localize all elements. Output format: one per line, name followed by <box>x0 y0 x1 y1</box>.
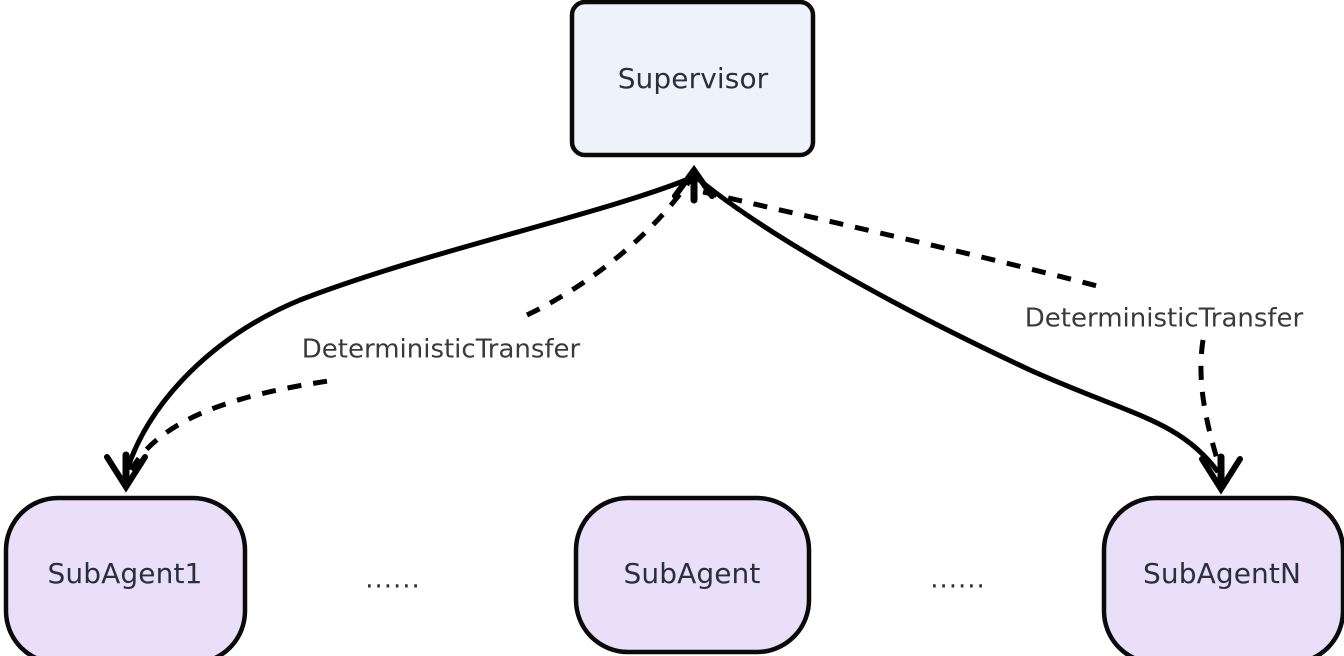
node-subagent-1[interactable]: SubAgent1 <box>3 495 248 656</box>
edge-subagentn-to-supervisor-line-upper[interactable] <box>702 189 1106 291</box>
subagent-1-label: SubAgent1 <box>48 557 203 590</box>
ellipsis-left-label: ...... <box>365 565 421 595</box>
edge-subagent1-to-supervisor-line-upper[interactable] <box>525 178 693 318</box>
subagent-n-label: SubAgentN <box>1143 557 1301 590</box>
subagent-mid-label: SubAgent <box>624 557 761 590</box>
edge-supervisor-to-subagentn-line[interactable] <box>695 176 1221 474</box>
supervisor-box[interactable] <box>569 0 816 158</box>
supervisor-label: Supervisor <box>618 62 769 95</box>
node-subagent-mid[interactable]: SubAgent <box>573 495 812 655</box>
edge-supervisor-to-subagent1-line[interactable] <box>124 175 692 471</box>
edge-label-left-deterministic-transfer: DeterministicTransfer <box>302 335 581 365</box>
subagent-mid-box[interactable] <box>573 495 812 655</box>
subagent-1-box[interactable] <box>3 495 248 656</box>
edge-label-right-deterministic-transfer: DeterministicTransfer <box>1025 304 1304 334</box>
edge-subagent1-to-supervisor-line-lower[interactable] <box>128 377 336 472</box>
subagent-n-box[interactable] <box>1101 495 1344 656</box>
node-subagent-n[interactable]: SubAgentN <box>1101 495 1344 656</box>
node-supervisor[interactable]: Supervisor <box>569 0 816 158</box>
ellipsis-right-label: ...... <box>930 565 986 595</box>
